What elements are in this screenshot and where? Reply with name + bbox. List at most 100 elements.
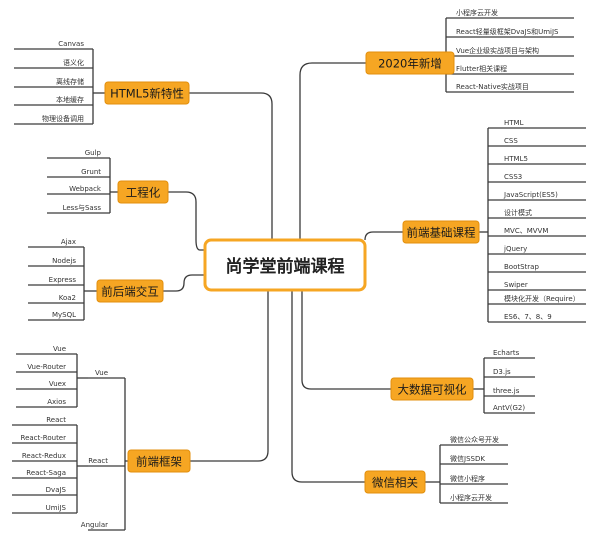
branch-label: HTML5新特性 <box>110 87 184 101</box>
branch-label: 前后端交互 <box>101 285 159 299</box>
leaf-item[interactable]: React-Saga <box>26 469 66 477</box>
branch-label: 大数据可视化 <box>398 383 467 397</box>
leaf-item[interactable]: Ajax <box>61 238 76 246</box>
leaf-label: 物理设备调用 <box>42 114 84 123</box>
leaf-label: Nodejs <box>52 257 76 265</box>
leaf-item[interactable]: JavaScript(ES5) <box>503 191 558 199</box>
leaf-label: MySQL <box>52 311 76 319</box>
leaf-label: 离线存储 <box>56 77 84 86</box>
leaf-item[interactable]: Webpack <box>69 185 102 193</box>
leaf-item[interactable]: React <box>46 416 66 424</box>
leaf-item[interactable]: Swiper <box>504 281 528 289</box>
leaf-item[interactable]: CSS <box>504 137 518 145</box>
leaf-item[interactable]: Vue-Router <box>27 363 66 371</box>
leaf-item[interactable]: Less与Sass <box>63 204 102 212</box>
leaf-label: D3.js <box>493 368 511 376</box>
leaf-label: 本地缓存 <box>56 95 84 104</box>
leaf-item[interactable]: jQuery <box>503 245 527 253</box>
branch-node-1[interactable]: HTML5新特性 <box>104 81 190 105</box>
leaf-label: jQuery <box>503 245 527 253</box>
leaf-label: BootStrap <box>504 263 539 271</box>
branch-node-3[interactable]: 前端基础课程 <box>402 220 480 244</box>
group-node[interactable]: React <box>88 457 108 465</box>
branch-label: 2020年新增 <box>378 57 442 71</box>
leaf-label: Vue <box>53 345 66 353</box>
leaf-item[interactable]: 小程序云开发 <box>456 8 498 17</box>
leaf-label: AntV(G2) <box>493 404 525 412</box>
branch-node-2[interactable]: 工程化 <box>117 180 169 204</box>
branch-node-0[interactable]: 2020年新增 <box>365 51 455 75</box>
group-label: Vue <box>95 369 108 377</box>
leaf-label: 设计模式 <box>504 208 532 217</box>
leaf-item[interactable]: React-Redux <box>22 452 66 460</box>
leaf-item[interactable]: Axios <box>47 398 66 406</box>
leaf-item[interactable]: React-Router <box>21 434 67 442</box>
leaf-item[interactable]: 语义化 <box>63 58 84 67</box>
leaf-label: React <box>46 416 66 424</box>
branch-label: 工程化 <box>126 186 161 200</box>
leaf-label: HTML <box>504 119 524 127</box>
group-node[interactable]: Angular <box>81 521 108 529</box>
leaf-label: HTML5 <box>504 155 528 163</box>
leaf-item[interactable]: HTML <box>504 119 524 127</box>
leaf-label: Vuex <box>49 380 66 388</box>
group-label: Angular <box>81 521 108 529</box>
leaf-item[interactable]: MVC、MVVM <box>504 227 548 235</box>
branch-label: 前端框架 <box>136 455 182 469</box>
group-node[interactable]: Vue <box>95 369 108 377</box>
leaf-item[interactable]: 模块化开发（Require） <box>504 294 580 303</box>
branch-label: 前端基础课程 <box>407 226 476 240</box>
leaf-item[interactable]: Echarts <box>493 349 520 357</box>
leaf-label: Echarts <box>493 349 520 357</box>
leaf-label: three.js <box>493 387 520 395</box>
leaf-label: ES6、7、8、9 <box>504 313 552 321</box>
leaf-item[interactable]: Canvas <box>58 40 84 48</box>
leaf-item[interactable]: 微信公众号开发 <box>450 435 499 444</box>
leaf-item[interactable]: React轻量级框架DvaJS和UmiJS <box>456 27 559 36</box>
leaf-item[interactable]: ES6、7、8、9 <box>504 313 552 321</box>
branch-node-6[interactable]: 前端框架 <box>127 449 191 473</box>
leaf-item[interactable]: 小程序云开发 <box>450 493 492 502</box>
leaf-item[interactable]: CSS3 <box>504 173 522 181</box>
leaf-item[interactable]: Express <box>49 276 77 284</box>
leaf-item[interactable]: Vue <box>53 345 66 353</box>
leaf-label: React-Router <box>21 434 67 442</box>
branch-node-4[interactable]: 前后端交互 <box>96 279 164 303</box>
leaf-item[interactable]: 微信JSSDK <box>450 454 485 463</box>
leaf-item[interactable]: UmiJS <box>46 504 67 512</box>
leaf-item[interactable]: three.js <box>493 387 520 395</box>
branch-node-7[interactable]: 微信相关 <box>364 470 426 494</box>
leaf-label: Webpack <box>69 185 102 193</box>
leaf-item[interactable]: Nodejs <box>52 257 76 265</box>
leaf-item[interactable]: 离线存储 <box>56 77 84 86</box>
leaf-label: 微信公众号开发 <box>450 435 499 444</box>
leaf-label: Express <box>49 276 77 284</box>
leaf-item[interactable]: 微信小程序 <box>450 474 485 483</box>
leaf-item[interactable]: React-Native实战项目 <box>456 82 529 91</box>
leaf-item[interactable]: D3.js <box>493 368 511 376</box>
leaf-item[interactable]: MySQL <box>52 311 76 319</box>
leaf-label: React-Redux <box>22 452 66 460</box>
leaf-item[interactable]: Koa2 <box>59 294 76 302</box>
leaf-item[interactable]: 物理设备调用 <box>42 114 84 123</box>
leaf-item[interactable]: 设计模式 <box>504 208 532 217</box>
central-topic[interactable]: 尚学堂前端课程 <box>203 238 367 292</box>
leaf-item[interactable]: Vue企业级实战项目与架构 <box>456 46 539 55</box>
leaf-item[interactable]: BootStrap <box>504 263 539 271</box>
leaf-item[interactable]: Flutter相关课程 <box>456 64 507 73</box>
leaf-item[interactable]: Vuex <box>49 380 66 388</box>
leaf-item[interactable]: DvaJS <box>46 486 67 494</box>
leaf-item[interactable]: AntV(G2) <box>493 404 525 412</box>
leaf-label: Less与Sass <box>63 204 102 212</box>
connector-lines <box>12 17 586 531</box>
leaf-label: MVC、MVVM <box>504 227 548 235</box>
leaf-item[interactable]: Grunt <box>81 168 101 176</box>
leaf-label: 模块化开发（Require） <box>504 294 580 303</box>
leaf-item[interactable]: Gulp <box>85 149 102 157</box>
branch-node-5[interactable]: 大数据可视化 <box>390 377 474 401</box>
leaf-item[interactable]: HTML5 <box>504 155 528 163</box>
leaf-label: 小程序云开发 <box>456 8 498 17</box>
leaf-label: 微信小程序 <box>450 474 485 483</box>
leaf-item[interactable]: 本地缓存 <box>56 95 84 104</box>
